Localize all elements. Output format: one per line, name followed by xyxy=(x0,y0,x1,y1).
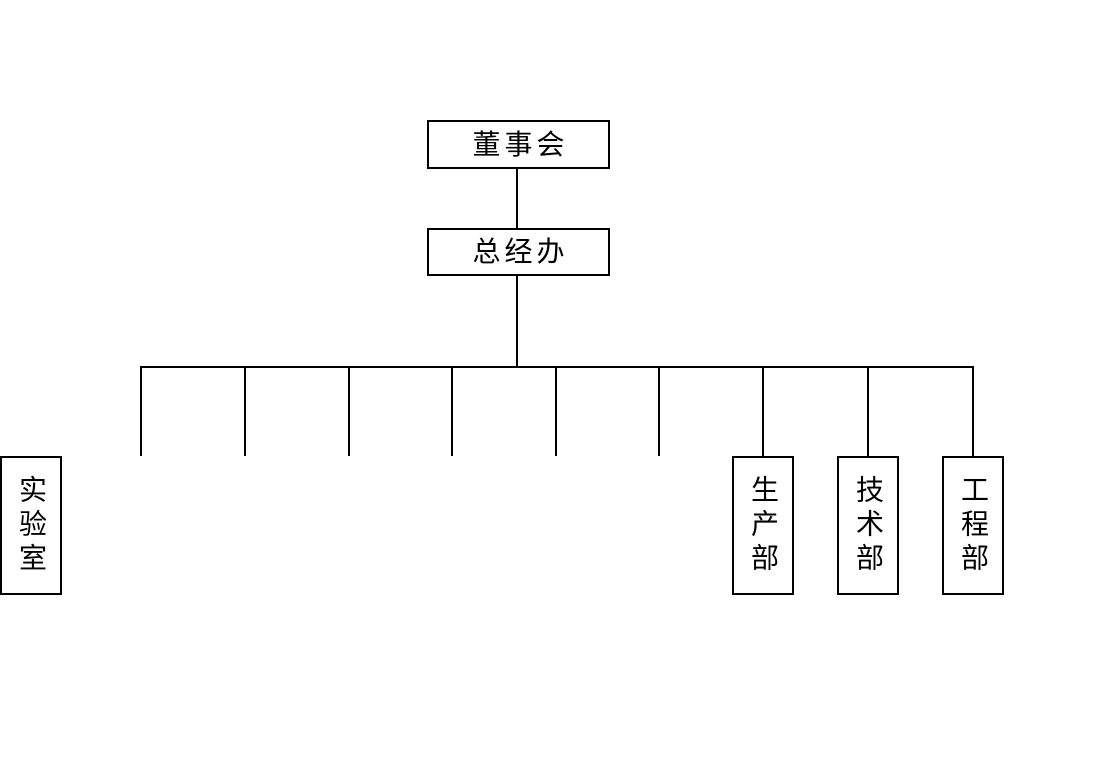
node-laboratory[interactable]: 实验室 xyxy=(0,456,62,595)
connector-drop-engineering xyxy=(348,366,350,456)
connector-horizontal-rail xyxy=(141,366,974,368)
connector-drop-finance xyxy=(658,366,660,456)
connector-drop-laboratory xyxy=(972,366,974,456)
connector-drop-technology xyxy=(244,366,246,456)
node-engineering-dept[interactable]: 工程部 xyxy=(942,456,1004,595)
node-board-of-directors[interactable]: 董事会 xyxy=(427,120,610,169)
connector-drop-quality xyxy=(451,366,453,456)
connector-board-to-office xyxy=(516,169,518,228)
connector-drop-general-affairs xyxy=(762,366,764,456)
connector-drop-sales xyxy=(555,366,557,456)
node-general-manager-office[interactable]: 总经办 xyxy=(427,228,610,276)
node-production-dept[interactable]: 生产部 xyxy=(732,456,794,595)
connector-office-to-rail xyxy=(516,276,518,366)
node-technology-dept[interactable]: 技术部 xyxy=(837,456,899,595)
connector-drop-after-sales xyxy=(867,366,869,456)
connector-drop-production xyxy=(140,366,142,456)
